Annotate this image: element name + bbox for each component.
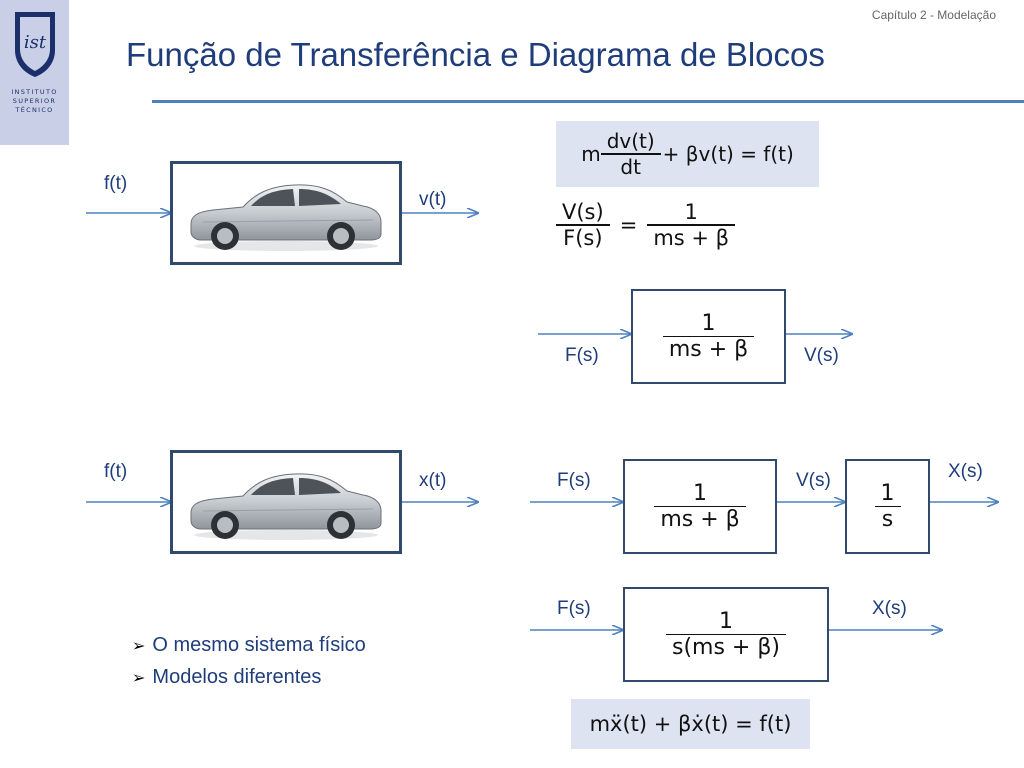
block-output-label: V(s) bbox=[804, 345, 839, 366]
tf-rhs-num: 1 bbox=[684, 200, 698, 224]
eq-derivative-num: dv(t) bbox=[606, 129, 655, 154]
fraction-bar bbox=[654, 505, 746, 508]
tf-lhs: V(s) F(s) bbox=[556, 200, 610, 250]
transfer-block: 1 ms + β bbox=[631, 289, 786, 384]
fraction-bar bbox=[556, 224, 610, 226]
fraction-bar bbox=[647, 224, 736, 226]
list-item: ➢ O mesmo sistema físico bbox=[132, 630, 366, 662]
combined-fraction: 1 s(ms + β) bbox=[666, 608, 786, 661]
fraction-bar bbox=[666, 633, 786, 636]
tf-lhs-den: F(s) bbox=[563, 225, 603, 250]
transfer-function: V(s) F(s) = 1 ms + β bbox=[556, 200, 736, 250]
integrator-block: 1 s bbox=[845, 459, 930, 554]
cascade-b1-num: 1 bbox=[692, 480, 707, 506]
car-block bbox=[170, 161, 402, 265]
input-label: f(t) bbox=[104, 461, 128, 482]
page-title: Função de Transferência e Diagrama de Bl… bbox=[126, 36, 825, 73]
bullet-text: Modelos diferentes bbox=[152, 666, 322, 688]
logo-line: INSTITUTO bbox=[11, 88, 58, 96]
bullet-arrow-icon: ➢ bbox=[132, 670, 146, 687]
fraction-bar bbox=[874, 505, 901, 508]
logo-line: TÉCNICO bbox=[15, 106, 54, 114]
combined-den: s(ms + β) bbox=[672, 635, 780, 661]
eq-rhs: + βv(t) = f(t) bbox=[662, 142, 794, 166]
eq-derivative-den: dt bbox=[620, 154, 641, 179]
second-order-equation: mẍ(t) + βẋ(t) = f(t) bbox=[589, 712, 792, 736]
fraction-bar bbox=[662, 335, 755, 338]
chapter-label: Capítulo 2 - Modelação bbox=[871, 8, 996, 22]
block-num: 1 bbox=[701, 310, 716, 336]
ist-logo: ist INSTITUTO SUPERIOR TÉCNICO bbox=[0, 0, 69, 145]
combined-input-label: F(s) bbox=[557, 598, 591, 619]
combined-block: 1 s(ms + β) bbox=[623, 587, 829, 682]
cascade-b1-fraction: 1 ms + β bbox=[654, 480, 746, 533]
combined-num: 1 bbox=[718, 608, 733, 634]
eq-mass-coef: m bbox=[581, 142, 601, 166]
svg-text:ist: ist bbox=[23, 32, 46, 53]
tf-lhs-num: V(s) bbox=[562, 200, 604, 224]
cascade-b2-fraction: 1 s bbox=[874, 480, 901, 533]
bullet-arrow-icon: ➢ bbox=[132, 638, 146, 655]
eq-derivative: dv(t) dt bbox=[600, 129, 661, 179]
output-label: v(t) bbox=[419, 189, 447, 210]
title-divider bbox=[152, 100, 1024, 103]
tf-rhs-den: ms + β bbox=[653, 225, 730, 250]
cascade-block-velocity: 1 ms + β bbox=[623, 459, 777, 554]
output-label: x(t) bbox=[419, 470, 447, 491]
cascade-output-label: X(s) bbox=[948, 461, 983, 482]
car-image bbox=[190, 184, 382, 251]
tf-equals: = bbox=[619, 212, 638, 237]
car-image bbox=[190, 473, 382, 540]
logo-line: SUPERIOR bbox=[12, 97, 57, 105]
second-order-equation-box: mẍ(t) + βẋ(t) = f(t) bbox=[571, 699, 810, 749]
block-fraction: 1 ms + β bbox=[662, 310, 755, 363]
logo-text: INSTITUTO SUPERIOR TÉCNICO bbox=[11, 88, 57, 115]
tf-rhs: 1 ms + β bbox=[647, 200, 736, 250]
cascade-b2-num: 1 bbox=[880, 480, 895, 506]
input-label: f(t) bbox=[104, 173, 128, 194]
block-input-label: F(s) bbox=[565, 345, 599, 366]
bullet-text: O mesmo sistema físico bbox=[152, 634, 366, 656]
fraction-bar bbox=[600, 153, 661, 155]
cascade-input-label: F(s) bbox=[557, 470, 591, 491]
cascade-b1-den: ms + β bbox=[660, 507, 740, 533]
combined-output-label: X(s) bbox=[872, 598, 907, 619]
block-den: ms + β bbox=[668, 337, 749, 363]
differential-equation-box: m dv(t) dt + βv(t) = f(t) bbox=[556, 121, 819, 187]
list-item: ➢ Modelos diferentes bbox=[132, 662, 366, 694]
cascade-mid-label: V(s) bbox=[796, 470, 831, 491]
bullet-list: ➢ O mesmo sistema físico ➢ Modelos diferen… bbox=[132, 630, 366, 694]
car-block bbox=[170, 450, 402, 554]
cascade-b2-den: s bbox=[881, 507, 894, 533]
ist-shield-icon: ist bbox=[14, 12, 55, 77]
